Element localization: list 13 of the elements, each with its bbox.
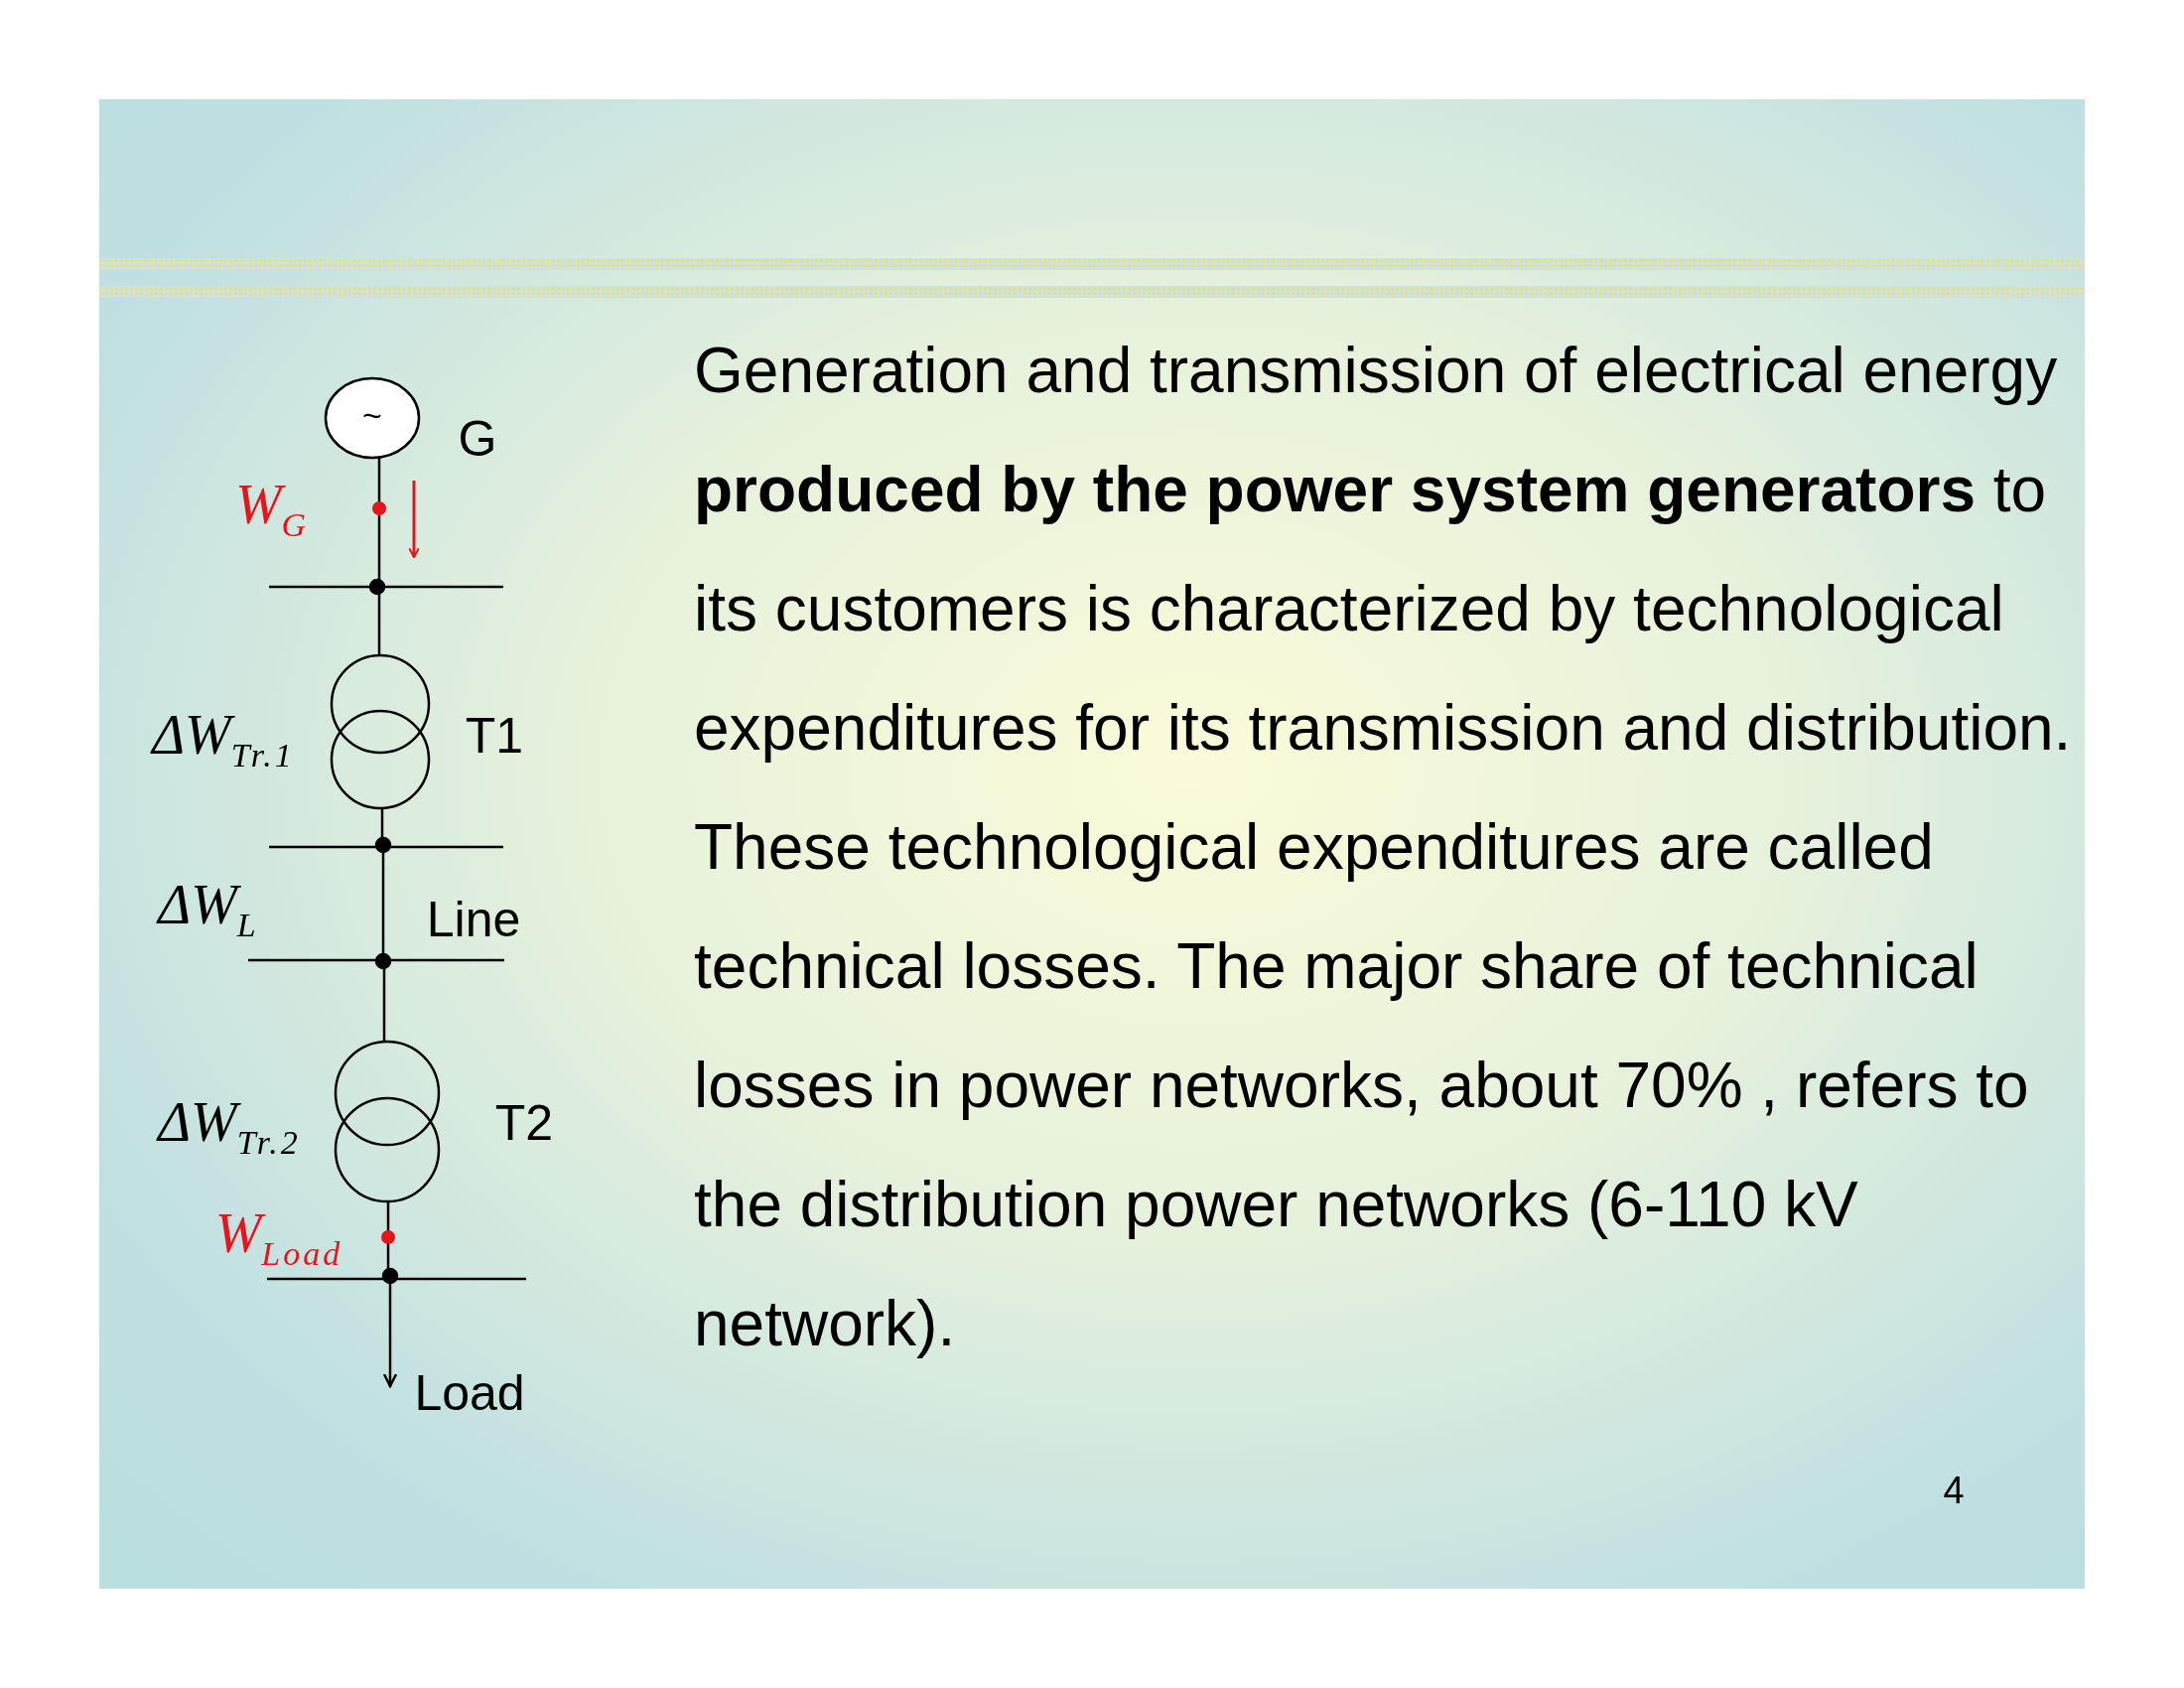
loss-symbol: ΔW$_{L}$ <box>158 873 259 944</box>
page-number: 4 <box>1943 1469 1965 1512</box>
generator-label: G <box>458 410 497 468</box>
energy-symbol: W$_{G}$ <box>234 473 310 544</box>
energy-symbol: W$_{Load}$ <box>214 1201 343 1273</box>
body-paragraph: Generation and transmission of electrical energy produced by the power system generators to its customers is characterized by technological expenditures for its transmission and distribution. These technological expenditures are called technical losses. The major share of technical losses in power networks, about 70% , refers to the distribution power networks (6-110 kV network). <box>694 334 2073 1361</box>
transformer-label: T2 <box>494 1094 554 1152</box>
transformer-label: T1 <box>465 707 524 765</box>
load-label: Load <box>414 1364 525 1422</box>
loss-symbol: ΔW$_{Tr.2}$ <box>158 1090 301 1162</box>
line-label: Line <box>426 891 521 948</box>
generator-symbol-label: ~ <box>362 395 382 435</box>
loss-symbol: ΔW$_{Tr.1}$ <box>152 703 295 774</box>
